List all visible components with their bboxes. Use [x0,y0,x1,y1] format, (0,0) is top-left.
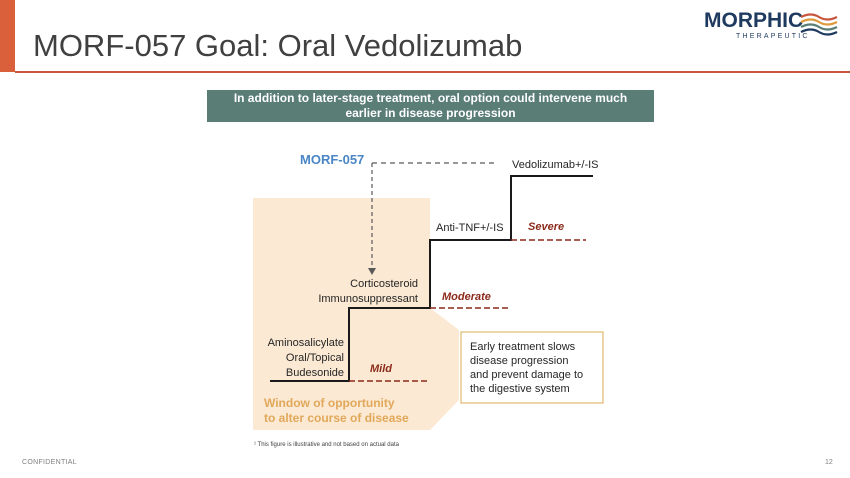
logo-tagline: THERAPEUTIC [736,33,810,40]
vedolizumab-label: Vedolizumab+/-IS [512,159,599,171]
budesonide-label: Budesonide [286,367,344,379]
arrow-down-icon [368,268,376,275]
logo-wordmark: MORPHIC [704,9,804,32]
footnote: ¹ This figure is illustrative and not ba… [254,442,400,448]
severity-mild-label: Mild [370,363,392,375]
page-title: MORF-057 Goal: Oral Vedolizumab [33,28,523,63]
accent-bar [0,0,15,72]
title-divider [15,71,850,73]
corticosteroid-label: Corticosteroid [350,278,418,290]
severity-severe-label: Severe [528,221,564,233]
callout-line-2: disease progression [470,355,568,367]
logo-waves-icon [800,13,838,36]
callout-line-3: and prevent damage to [470,369,583,381]
banner-line-2: earlier in disease progression [345,106,516,120]
aminosalicylate-label: Aminosalicylate [268,337,344,349]
anti-tnf-label: Anti-TNF+/-IS [436,222,504,234]
morf-057-label: MORF-057 [300,152,364,167]
treatment-staircase [270,175,593,382]
immunosuppressant-label: Immunosuppressant [318,293,418,305]
window-region [253,198,459,430]
key-message-banner: In addition to later-stage treatment, or… [207,90,654,122]
callout-line-1: Early treatment slows [470,341,576,353]
window-label-line-1: Window of opportunity [264,396,395,410]
company-logo: MORPHIC THERAPEUTIC [704,10,838,42]
early-treatment-callout [460,331,604,404]
page-number: 12 [825,459,833,466]
severity-moderate-label: Moderate [442,291,491,303]
oral-topical-label: Oral/Topical [286,352,344,364]
confidential-label: CONFIDENTIAL [22,459,77,466]
callout-line-4: the digestive system [470,383,570,395]
window-label-line-2: to alter course of disease [264,411,409,425]
banner-line-1: In addition to later-stage treatment, or… [233,91,628,105]
